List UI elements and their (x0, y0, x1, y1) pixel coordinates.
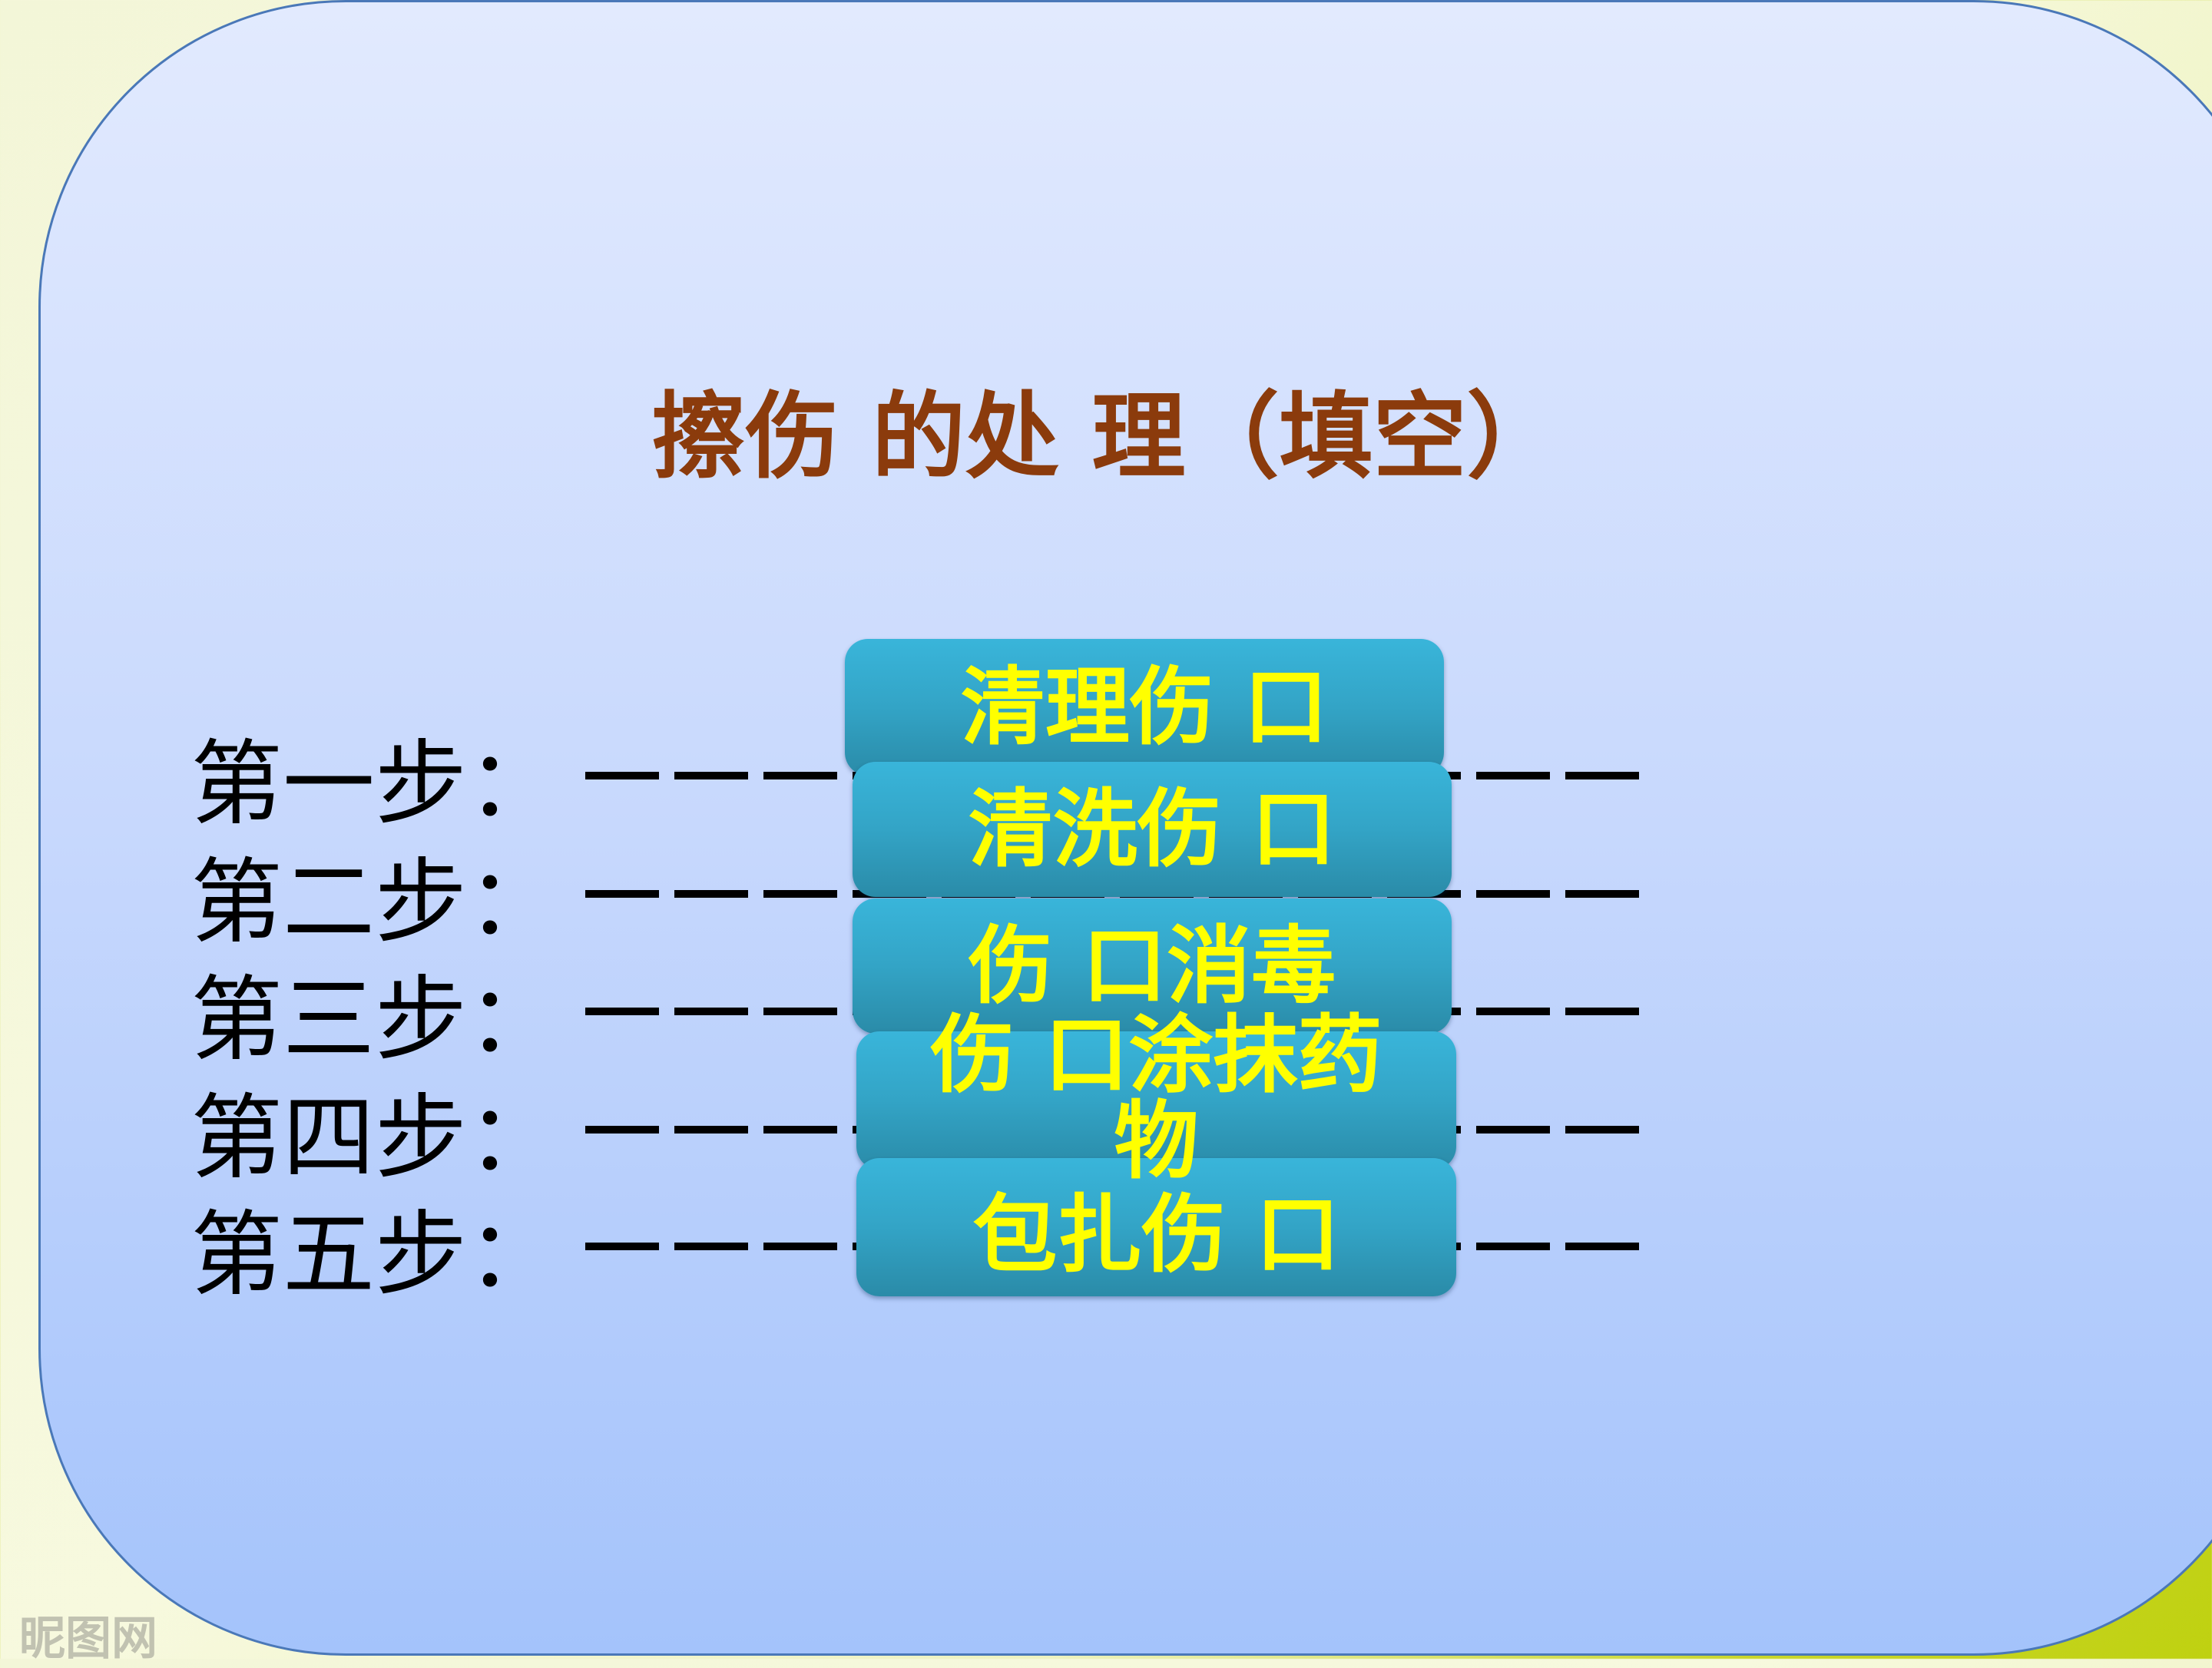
answer-text: 清洗伤 口 (968, 780, 1336, 879)
step-row-2: 第二步： (190, 844, 1641, 956)
step-label: 第一步： (190, 731, 559, 838)
answer-box-2[interactable]: 清洗伤 口 (853, 762, 1452, 897)
step-label: 第二步： (190, 849, 559, 956)
answer-box-4[interactable] (856, 1031, 1456, 1170)
answer-text: 包扎伤 口 (972, 1186, 1340, 1284)
step-row-3: 第三步： (190, 961, 1641, 1074)
step-label: 第三步： (190, 967, 559, 1074)
step-row-1: 第一步： (190, 726, 1641, 838)
step-row-5: 第五步： (190, 1196, 1641, 1309)
answer-box-5[interactable]: 包扎伤 口 (856, 1158, 1456, 1296)
answer-text: 伤 口涂抹药物 (930, 1006, 1382, 1190)
answer-box-3[interactable]: 伤 口消毒 (853, 899, 1452, 1034)
slide-title: 擦伤 的处 理（填空） (651, 382, 1561, 491)
answer-text: 清理伤 口 (960, 658, 1329, 756)
answer-box-4-label: 伤 口涂抹药物 (856, 1012, 1456, 1184)
step-row-4: 第四步： (190, 1080, 1641, 1192)
step-label: 第五步： (190, 1202, 559, 1309)
answer-text: 伤 口消毒 (968, 917, 1336, 1015)
answer-box-1[interactable]: 清理伤 口 (845, 639, 1444, 776)
step-label: 第四步： (190, 1085, 559, 1192)
watermark-logo: 昵图网 (19, 1612, 157, 1666)
